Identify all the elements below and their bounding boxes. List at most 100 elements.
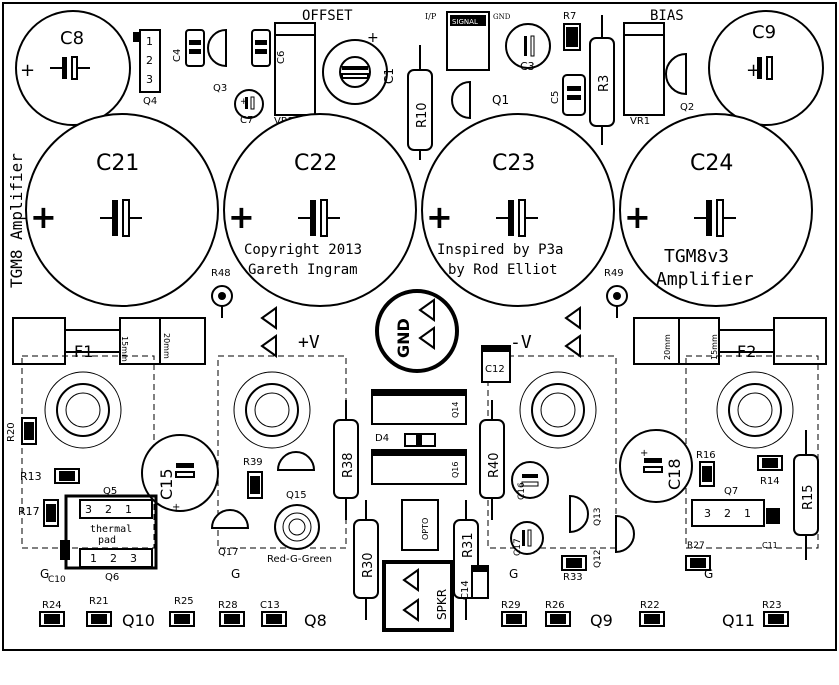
capacitor-small xyxy=(251,29,271,67)
q8-label: Q8 xyxy=(304,611,327,630)
svg-text:OPTO: OPTO xyxy=(421,518,430,540)
svg-text:R48: R48 xyxy=(211,268,231,279)
resistor-r14: R14 xyxy=(757,455,783,487)
gnd-label: GND xyxy=(394,318,413,358)
vr1-label: VR1 xyxy=(630,116,650,127)
capacitor-c18: C18 + xyxy=(619,429,693,503)
c8-label: C8 xyxy=(60,28,84,49)
r7-label: R7 xyxy=(563,11,576,22)
q13-label: Q13 xyxy=(593,507,603,526)
svg-text:R27: R27 xyxy=(687,541,705,551)
svg-text:+: + xyxy=(640,448,648,459)
r40-label: R40 xyxy=(487,452,502,478)
trimmer-vr2: C6 VR2 xyxy=(274,22,316,127)
q4-label: Q4 xyxy=(143,96,157,107)
input-connector: I/P SIGNAL GND xyxy=(425,11,511,71)
transistor-q17: Q17 xyxy=(210,509,250,558)
svg-text:2: 2 xyxy=(146,54,153,67)
model-line2: Amplifier xyxy=(656,269,754,290)
svg-text:1: 1 xyxy=(744,507,751,520)
resistor-r33: R33 xyxy=(561,555,587,583)
svg-text:thermal: thermal xyxy=(90,524,132,535)
svg-text:3: 3 xyxy=(85,503,92,516)
r15-label: R15 xyxy=(801,484,816,510)
c14-label: C14 xyxy=(460,580,471,600)
svg-text:R26: R26 xyxy=(545,600,565,611)
q14-label: Q14 xyxy=(451,402,460,418)
svg-text:SIGNAL: SIGNAL xyxy=(452,18,478,26)
diode-d4 xyxy=(404,433,436,447)
q15-label: Q15 xyxy=(286,490,307,501)
c4-label: C4 xyxy=(172,49,183,62)
capacitor-c9: C9 + xyxy=(708,10,824,126)
resistor-r27: R27 xyxy=(685,541,711,571)
transistor-q2: Q2 xyxy=(665,52,694,113)
inspired-line2: by Rod Elliot xyxy=(448,262,558,278)
svg-text:R33: R33 xyxy=(563,572,583,583)
svg-text:R49: R49 xyxy=(604,268,624,279)
capacitor-c17: C17 xyxy=(510,521,544,556)
capacitor-c3: C3 xyxy=(505,23,551,73)
capacitor-c24: C24 + TGM8v3 Amplifier xyxy=(619,113,813,307)
resistor-r49: R49 xyxy=(604,268,628,318)
gnd-terminal: GND xyxy=(375,289,459,373)
svg-text:GND: GND xyxy=(493,13,511,21)
inspired-line1: Inspired by P3a xyxy=(437,242,563,258)
q16-label: Q16 xyxy=(451,462,460,478)
c18-label: C18 xyxy=(665,458,684,490)
resistor-r40: R40 xyxy=(479,400,505,520)
svg-text:R39: R39 xyxy=(243,457,263,468)
svg-text:R16: R16 xyxy=(696,450,716,461)
resistor-r30: R30 xyxy=(353,500,379,620)
transistor-q16: Q16 xyxy=(371,449,467,485)
capacitor-c15: C15 + xyxy=(141,434,219,513)
resistor-r39: R39 xyxy=(243,457,263,499)
svg-text:R21: R21 xyxy=(89,596,109,607)
resistor-r16: R16 xyxy=(696,450,716,487)
copyright-line2: Gareth Ingram xyxy=(248,262,358,278)
svg-text:G: G xyxy=(40,567,49,581)
c11-label: C11 xyxy=(762,541,778,550)
svg-text:+: + xyxy=(20,60,35,81)
q6-label: Q6 xyxy=(105,572,119,583)
svg-text:+: + xyxy=(30,198,57,236)
q9-label: Q9 xyxy=(590,611,613,630)
resistor-r10: R10 xyxy=(407,45,433,160)
resistor-r3: R3 xyxy=(589,15,615,145)
svg-text:I/P: I/P xyxy=(425,12,437,21)
svg-text:R29: R29 xyxy=(501,600,521,611)
side-label: TGM8 Amplifier xyxy=(7,153,26,288)
capacitor-c21: C21 + xyxy=(25,113,219,307)
transistor-q14: Q14 xyxy=(371,389,467,425)
transistor-q13: Q13 xyxy=(569,494,603,534)
svg-text:15mm: 15mm xyxy=(120,336,129,362)
q11-label: Q11 xyxy=(722,611,755,630)
capacitor-c16: C16 xyxy=(511,461,549,500)
capacitor-c8: C8 + xyxy=(15,10,131,126)
q1-label: Q1 xyxy=(492,93,509,107)
resistor-r20: R20 xyxy=(6,417,37,445)
f2-label: F2 xyxy=(737,342,756,361)
capacitor-c12: C12 xyxy=(481,345,511,383)
capacitor-c5: C5 xyxy=(550,74,586,116)
svg-text:3: 3 xyxy=(704,507,711,520)
svg-text:1: 1 xyxy=(90,552,97,565)
q12-label: Q12 xyxy=(593,549,603,568)
svg-text:R28: R28 xyxy=(218,600,238,611)
transistor-q3: Q3 xyxy=(207,28,227,94)
heatsink-hole-left xyxy=(44,371,122,449)
c12-label: C12 xyxy=(485,364,505,375)
svg-text:R25: R25 xyxy=(174,596,194,607)
diode-plus-v xyxy=(260,306,277,358)
svg-text:R17: R17 xyxy=(18,505,40,518)
r3-label: R3 xyxy=(597,75,612,92)
transistor-q7: Q7 3 2 1 xyxy=(691,486,780,527)
svg-text:G: G xyxy=(704,567,713,581)
q7-label: Q7 xyxy=(724,486,738,497)
svg-text:+: + xyxy=(240,97,248,107)
svg-text:C13: C13 xyxy=(260,600,280,611)
transistor-q15: Q15 xyxy=(276,451,316,501)
svg-text:1: 1 xyxy=(125,503,132,516)
c3-label: C3 xyxy=(520,60,535,73)
